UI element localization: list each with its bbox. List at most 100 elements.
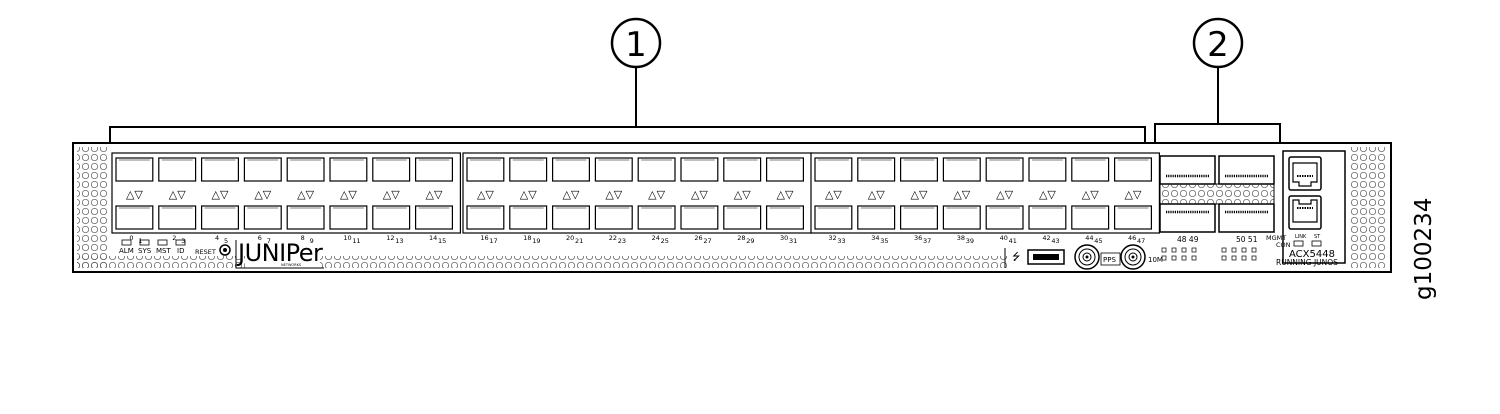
port-led-pair: △▽ <box>691 188 708 201</box>
sfp-port <box>985 157 1024 182</box>
port-number-top: 44 <box>1085 234 1093 242</box>
management-ports: MGMT CON LINK ST ACX5448 RUNNING JUNOS <box>1266 150 1346 267</box>
port-number-top: 40 <box>1000 234 1008 242</box>
callout-2: 2 <box>1154 17 1281 145</box>
sfp-port <box>857 157 896 182</box>
port-number-bottom: 45 <box>1094 237 1102 245</box>
port-number-bottom: 31 <box>789 237 797 245</box>
sfp-port <box>466 205 505 230</box>
port-number-top: 42 <box>1042 234 1050 242</box>
port-number-top: 30 <box>780 234 788 242</box>
port-number-bottom: 13 <box>395 237 403 245</box>
sfp-port <box>509 157 548 182</box>
callout-1-label: 1 <box>625 25 647 65</box>
running-junos-label: RUNNING JUNOS <box>1276 258 1338 267</box>
callout-2-label: 2 <box>1207 25 1229 65</box>
port-number-bottom: 39 <box>966 237 974 245</box>
sfp-port <box>1028 157 1067 182</box>
right-vent <box>1350 147 1386 268</box>
usb-icon: ⭍ <box>1012 251 1020 263</box>
port-led-pair: △▽ <box>777 188 794 201</box>
qsfp-port <box>1159 203 1216 233</box>
port-number-top: 6 <box>258 234 262 242</box>
port-led-pair: △▽ <box>1082 188 1099 201</box>
sfp-port <box>551 157 590 182</box>
port-led-pair: △▽ <box>734 188 751 201</box>
callout-2-bracket <box>1154 123 1281 145</box>
port-led-pair: △▽ <box>477 188 494 201</box>
mst-led-label: MST <box>156 247 171 255</box>
qsfp-led <box>1251 255 1257 261</box>
pps-connector <box>1074 244 1100 270</box>
qsfp-port <box>1218 203 1275 233</box>
sfp-port <box>942 157 981 182</box>
port-led-pair: △▽ <box>648 188 665 201</box>
port-led-pair: △▽ <box>1039 188 1056 201</box>
mgmt-label: MGMT <box>1266 234 1286 242</box>
port-number-top: 20 <box>566 234 574 242</box>
qsfp-led <box>1251 247 1257 253</box>
sfp-port <box>329 157 368 182</box>
port-led-pair: △▽ <box>426 188 443 201</box>
port-number-top: 36 <box>914 234 922 242</box>
port-led-pair: △▽ <box>911 188 928 201</box>
pps-label: PPS <box>1103 256 1116 264</box>
port-number-bottom: 5 <box>224 237 228 245</box>
qsfp-led <box>1231 255 1237 261</box>
con-rj45-port <box>1288 195 1322 230</box>
qsfp-led <box>1231 247 1237 253</box>
sfp-port <box>509 205 548 230</box>
port-number-top: 22 <box>609 234 617 242</box>
id-led-label: ID <box>177 247 184 255</box>
sfp-port <box>594 157 633 182</box>
sfp-port <box>286 205 325 230</box>
port-number-top: 0 <box>129 234 133 242</box>
sfp-port <box>1113 205 1152 230</box>
qsfp-led <box>1181 247 1187 253</box>
port-number-bottom: 27 <box>703 237 711 245</box>
port-number-top: 38 <box>957 234 965 242</box>
port-number-bottom: 41 <box>1009 237 1017 245</box>
sfp-port <box>1071 205 1110 230</box>
port-number-top: 46 <box>1128 234 1136 242</box>
port-led-pair: △▽ <box>169 188 186 201</box>
qsfp-ports <box>1159 155 1275 233</box>
juniper-logo: JUNIPer NETWORKS <box>235 239 324 269</box>
10m-connector <box>1120 244 1146 270</box>
port-led-pair: △▽ <box>868 188 885 201</box>
sfp-port <box>680 205 719 230</box>
model-label: ACX5448 <box>1289 249 1335 260</box>
port-number-top: 32 <box>828 234 836 242</box>
port-number-top: 12 <box>386 234 394 242</box>
callout-1: 1 <box>109 17 1146 145</box>
callout-1-bracket <box>109 126 1146 145</box>
sfp-port <box>594 205 633 230</box>
port-number-bottom: 43 <box>1051 237 1059 245</box>
port-number-top: 34 <box>871 234 879 242</box>
port-number-bottom: 3 <box>181 237 185 245</box>
con-label: CON <box>1276 241 1291 249</box>
port-number-top: 10 <box>343 234 351 242</box>
sfp-port <box>115 157 154 182</box>
port-number-bottom: 47 <box>1137 237 1145 245</box>
sfp-port <box>723 157 762 182</box>
port-number-bottom: 23 <box>618 237 626 245</box>
port-number-top: 2 <box>172 234 176 242</box>
port-number-bottom: 17 <box>489 237 497 245</box>
sfp-port <box>329 205 368 230</box>
qsfp-led <box>1171 255 1177 261</box>
sfp-port <box>372 205 411 230</box>
sfp-port <box>372 157 411 182</box>
sfp-port <box>765 157 804 182</box>
port-led-pair: △▽ <box>297 188 314 201</box>
port-number-top: 26 <box>694 234 702 242</box>
qsfp-led <box>1241 247 1247 253</box>
qsfp-left-label: 48 49 <box>1177 235 1199 244</box>
bottom-vent-mid <box>320 256 1008 268</box>
port-led-pair: △▽ <box>340 188 357 201</box>
qsfp-port <box>1159 155 1216 185</box>
sfp-port <box>637 205 676 230</box>
alm-led-label: ALM <box>119 247 134 255</box>
